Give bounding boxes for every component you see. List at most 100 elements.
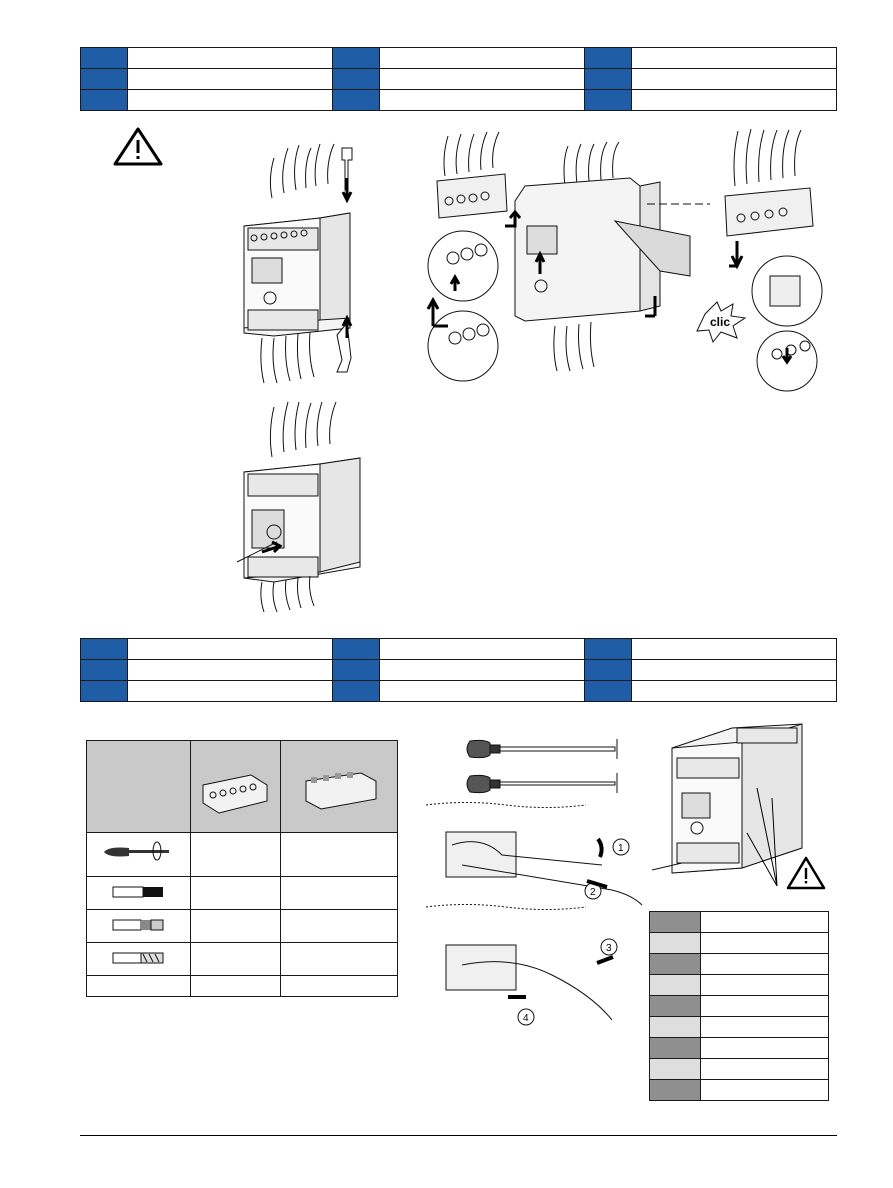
table-cell xyxy=(649,995,701,1017)
header-cell-spring-terminal xyxy=(280,740,398,833)
warning-triangle-icon xyxy=(786,856,826,890)
wiring-spec-table xyxy=(86,740,398,997)
spring-terminal-operation-figure: 1 2 3 4 xyxy=(425,739,643,1026)
table-cell xyxy=(280,975,398,997)
table-row xyxy=(649,1079,829,1101)
table-cell xyxy=(649,1079,701,1101)
table-row xyxy=(649,932,829,954)
table-cell xyxy=(700,1037,829,1059)
lang-code-cell xyxy=(80,638,128,660)
solid-wire-icon xyxy=(112,886,163,897)
ferrule-wire-icon xyxy=(112,919,163,930)
din-rail-mounting-figure: clic xyxy=(426,128,823,392)
header-cell xyxy=(86,740,191,833)
table-row xyxy=(80,47,837,69)
top-language-table xyxy=(80,47,837,111)
table-row xyxy=(649,995,829,1017)
table-row xyxy=(80,89,837,111)
table-cell xyxy=(700,974,829,996)
lang-text-cell xyxy=(127,680,333,702)
lang-code-cell xyxy=(80,680,128,702)
table-row xyxy=(80,638,837,660)
lang-text-cell xyxy=(379,659,585,681)
lang-text-cell xyxy=(631,680,837,702)
lang-code-cell xyxy=(584,638,632,660)
lang-code-cell xyxy=(80,89,128,111)
lang-code-cell xyxy=(80,659,128,681)
table-cell xyxy=(280,876,398,910)
lang-code-cell xyxy=(80,68,128,90)
lang-code-cell xyxy=(332,89,380,111)
step-3-label: 3 xyxy=(606,943,612,954)
step-1-label: 1 xyxy=(618,843,624,854)
table-cell xyxy=(649,911,701,933)
table-row xyxy=(649,974,829,996)
table-row xyxy=(649,953,829,975)
lang-code-cell xyxy=(332,68,380,90)
warning-triangle-icon xyxy=(113,127,163,166)
lang-text-cell xyxy=(127,47,333,69)
clic-label: clic xyxy=(710,315,730,329)
lang-text-cell xyxy=(631,89,837,111)
table-cell xyxy=(649,1037,701,1059)
table-cell xyxy=(700,911,829,933)
table-cell xyxy=(86,975,191,997)
lang-text-cell xyxy=(379,680,585,702)
table-cell xyxy=(649,974,701,996)
table-cell xyxy=(190,975,281,997)
table-row xyxy=(86,909,398,943)
screw-terminal-block-icon xyxy=(202,774,268,814)
table-row xyxy=(80,68,837,90)
table-row xyxy=(649,1058,829,1080)
wire-stranded-cell xyxy=(86,942,191,976)
table-cell xyxy=(700,1016,829,1038)
lang-text-cell xyxy=(631,659,837,681)
table-cell xyxy=(190,909,281,943)
table-cell xyxy=(700,1058,829,1080)
footer-rule xyxy=(80,1135,837,1136)
table-row xyxy=(649,911,829,933)
table-cell xyxy=(190,832,281,877)
table-row xyxy=(86,975,398,997)
table-row xyxy=(649,1037,829,1059)
table-cell xyxy=(649,953,701,975)
table-cell xyxy=(280,832,398,877)
table-row xyxy=(80,680,837,702)
wire-solid-cell xyxy=(86,876,191,910)
lang-code-cell xyxy=(80,47,128,69)
table-cell xyxy=(280,909,398,943)
step-2-label: 2 xyxy=(590,887,596,898)
table-cell xyxy=(649,1016,701,1038)
lang-text-cell xyxy=(127,89,333,111)
lang-code-cell xyxy=(584,89,632,111)
table-row xyxy=(86,942,398,976)
side-legend-table xyxy=(649,911,829,1101)
header-cell-screw-terminal xyxy=(190,740,281,833)
table-cell xyxy=(700,1079,829,1101)
lang-text-cell xyxy=(631,68,837,90)
lang-text-cell xyxy=(631,638,837,660)
lang-code-cell xyxy=(332,659,380,681)
table-cell xyxy=(700,932,829,954)
lang-text-cell xyxy=(379,68,585,90)
table-cell xyxy=(649,932,701,954)
lang-text-cell xyxy=(379,638,585,660)
device-screwdriver-figure xyxy=(236,401,361,613)
mid-language-table xyxy=(80,638,837,702)
lang-text-cell xyxy=(127,68,333,90)
table-cell xyxy=(190,876,281,910)
device-terminal-removal-figure xyxy=(243,143,353,384)
lang-code-cell xyxy=(332,680,380,702)
stranded-wire-icon xyxy=(112,952,163,963)
device-overview-figure xyxy=(652,723,826,890)
screwdriver-cell xyxy=(86,832,191,877)
screwdriver-icon xyxy=(103,841,169,861)
lang-code-cell xyxy=(584,659,632,681)
lang-code-cell xyxy=(584,68,632,90)
table-cell xyxy=(280,942,398,976)
table-cell xyxy=(649,1058,701,1080)
lang-code-cell xyxy=(332,47,380,69)
table-row xyxy=(86,832,398,877)
wire-ferrule-cell xyxy=(86,909,191,943)
lang-text-cell xyxy=(379,47,585,69)
